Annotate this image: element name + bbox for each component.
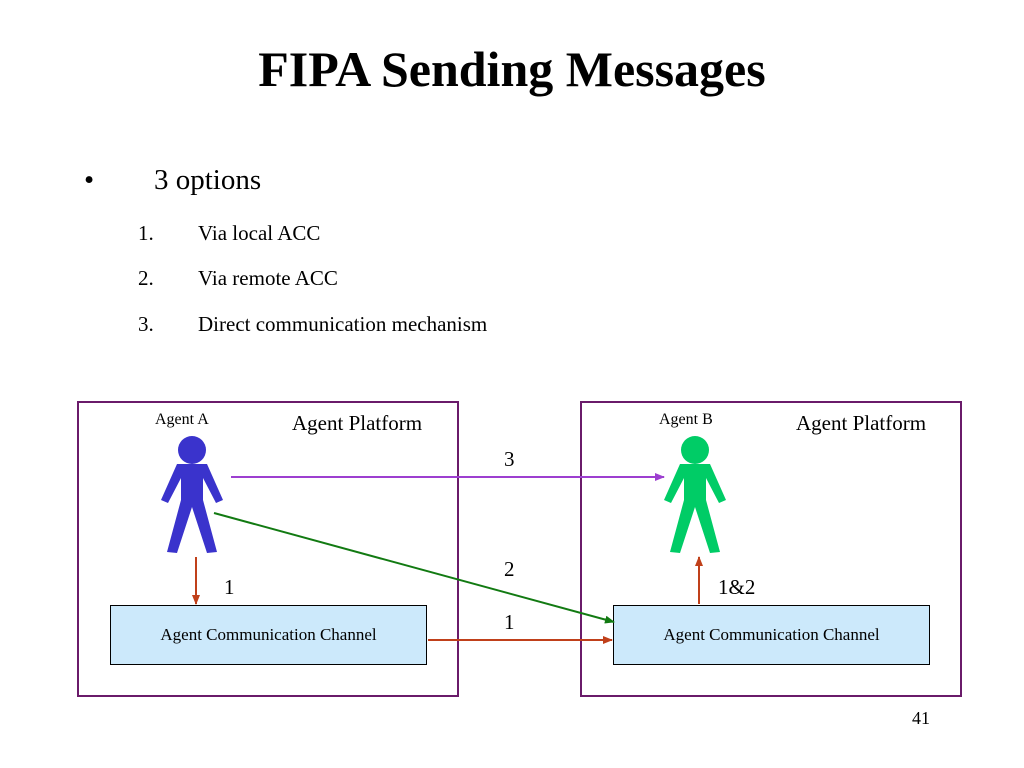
arrow-label-direct: 3 xyxy=(504,447,515,471)
list-number-2: 2. xyxy=(138,266,154,290)
right-platform-label: Agent Platform xyxy=(796,411,927,435)
arrow-label-local-down: 1 xyxy=(224,575,235,599)
bullet-text: 3 options xyxy=(154,164,262,196)
list-number-1: 1. xyxy=(138,221,154,245)
bullet-symbol: • xyxy=(84,164,95,196)
right-agent-platform xyxy=(580,401,962,697)
left-agent-communication-channel: Agent Communication Channel xyxy=(110,605,427,665)
left-platform-label: Agent Platform xyxy=(292,411,423,435)
arrow-label-channel-link: 1 xyxy=(504,610,515,634)
slide-title: FIPA Sending Messages xyxy=(258,41,766,97)
agent-b-label: Agent B xyxy=(659,411,713,428)
list-item-2: Via remote ACC xyxy=(198,266,338,290)
right-agent-communication-channel: Agent Communication Channel xyxy=(613,605,930,665)
list-item-3: Direct communication mechanism xyxy=(198,312,488,336)
agent-b-person-icon xyxy=(664,436,726,553)
list-number-3: 3. xyxy=(138,312,154,336)
arrow-label-up-to-b: 1&2 xyxy=(718,575,756,599)
page-number: 41 xyxy=(912,708,930,728)
agent-a-label: Agent A xyxy=(155,411,209,428)
arrow-label-remote: 2 xyxy=(504,557,515,581)
left-agent-platform xyxy=(77,401,459,697)
list-item-1: Via local ACC xyxy=(198,221,321,245)
remote-acc-arrow xyxy=(213,512,615,624)
agent-a-person-icon xyxy=(161,436,223,553)
